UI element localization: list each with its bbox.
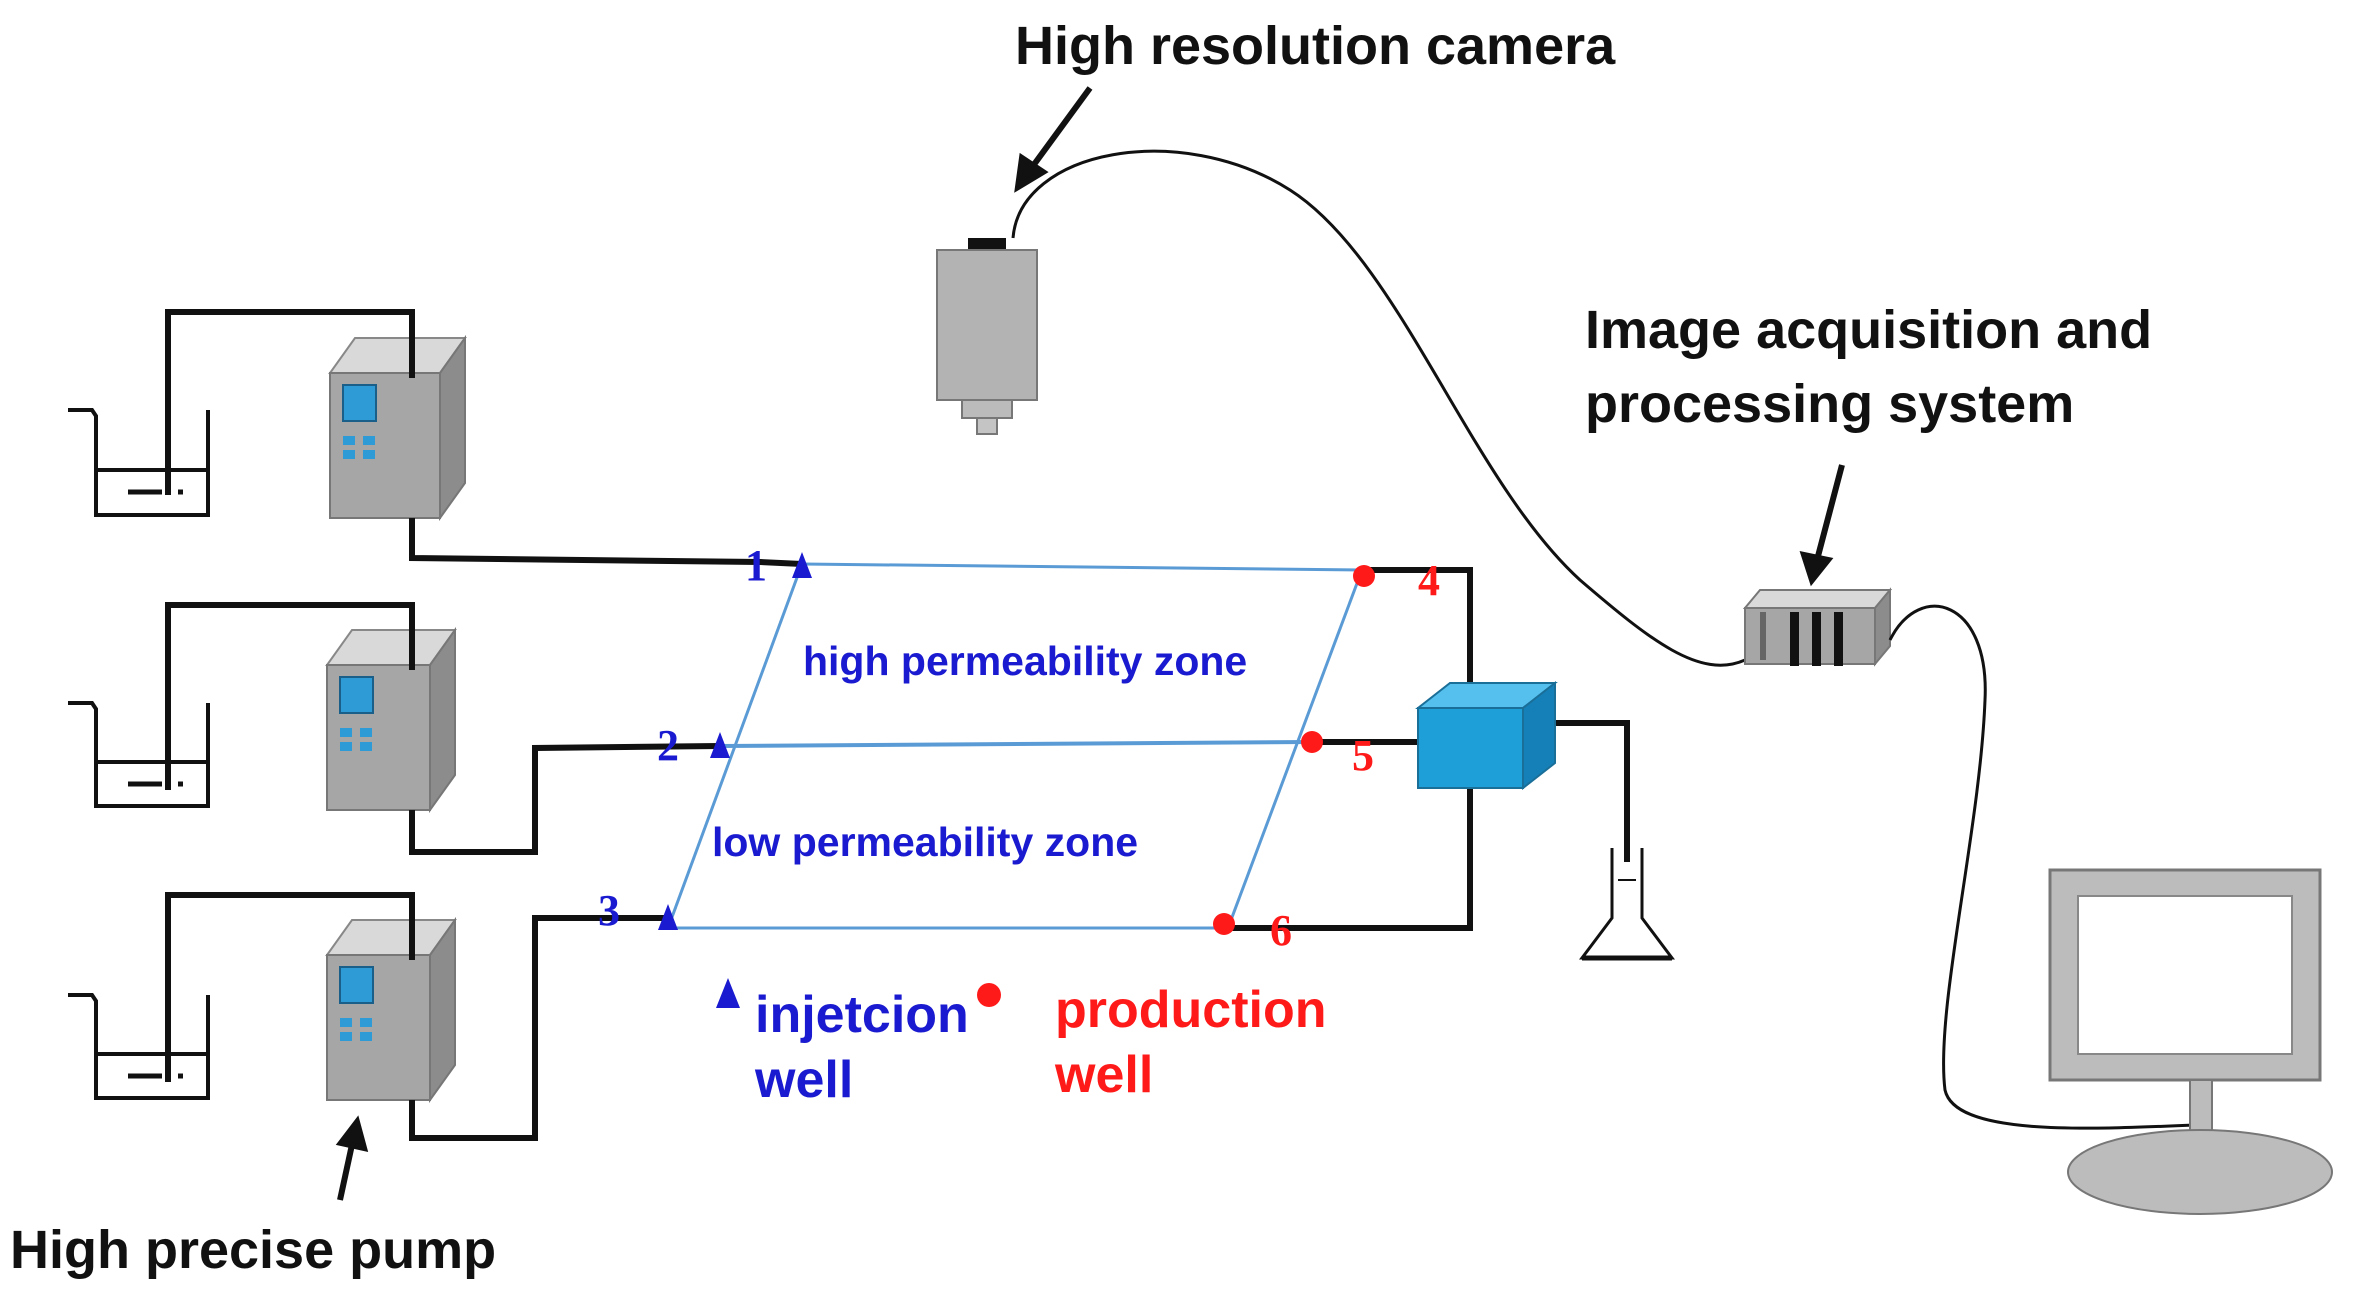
injection-line-3: [409, 915, 668, 1141]
camera-cable: [1011, 149, 1746, 667]
pump-box: [325, 916, 457, 1104]
injection-well-1-number: 1: [745, 541, 767, 590]
pump-arrow: [337, 1139, 356, 1201]
production-well-5-marker: [1301, 731, 1323, 753]
injection-well-2-marker: [710, 732, 730, 758]
pump-box: [328, 334, 467, 522]
acquisition-unit: [1742, 587, 1893, 667]
suction-tube-1: [165, 309, 415, 495]
pointer-arrows: [335, 86, 1845, 1201]
legend-injection-label-line2: well: [754, 1051, 853, 1109]
camera: [936, 238, 1038, 435]
legend: injetcion well production well: [716, 978, 1327, 1109]
acquisition-label-line1: Image acquisition and: [1585, 300, 2152, 360]
injection-line-1: [409, 518, 803, 567]
pump-unit-3: [68, 916, 457, 1104]
camera-arrow: [1027, 86, 1093, 172]
pump-unit-1: [68, 334, 467, 522]
production-well-4-number: 4: [1418, 556, 1440, 605]
legend-production-label-line1: production: [1055, 981, 1327, 1039]
measuring-cylinder: [1579, 848, 1675, 961]
micromodel: [666, 562, 1364, 930]
low-permeability-label: low permeability zone: [712, 819, 1138, 865]
camera-label: High resolution camera: [1015, 16, 1616, 76]
injection-well-3-number: 3: [598, 886, 620, 935]
injection-well-markers: [658, 552, 812, 930]
injection-well-1-marker: [792, 552, 812, 578]
outlet-line: [1555, 720, 1630, 862]
production-well-markers: [1213, 565, 1375, 935]
model-left-edge: [666, 563, 804, 929]
pump-unit-2: [68, 626, 457, 814]
production-well-6-number: 6: [1270, 906, 1292, 955]
tubing: [165, 309, 1630, 1141]
pump-label: High precise pump: [10, 1220, 496, 1280]
legend-production-marker: [977, 983, 1001, 1007]
production-line-6: [1228, 788, 1473, 931]
production-well-6-marker: [1213, 913, 1235, 935]
legend-production-label-line2: well: [1054, 1046, 1153, 1104]
acquisition-arrow: [1814, 464, 1845, 561]
injection-line-2: [409, 743, 721, 855]
pump-box: [325, 626, 457, 814]
collector-box: [1415, 680, 1558, 791]
production-well-5-number: 5: [1352, 731, 1374, 780]
reservoir-beaker: [68, 701, 210, 808]
injection-well-2-number: 2: [657, 721, 679, 770]
reservoir-beaker: [68, 993, 210, 1100]
suction-tube-2: [165, 602, 415, 790]
suction-tube-3: [165, 892, 415, 1082]
reservoir-beaker: [68, 408, 210, 517]
production-line-4: [1362, 567, 1473, 708]
production-well-4-marker: [1353, 565, 1375, 587]
injection-well-3-marker: [658, 904, 678, 930]
model-top-edge: [801, 562, 1363, 572]
model-right-edge: [1226, 569, 1364, 929]
legend-injection-label-line1: injetcion: [755, 986, 969, 1044]
monitor: [2048, 868, 2333, 1215]
model-middle-edge: [719, 740, 1311, 748]
legend-injection-marker: [716, 978, 740, 1008]
acquisition-label-line2: processing system: [1585, 374, 2074, 434]
monitor-cable: [1888, 604, 2196, 1130]
high-permeability-label: high permeability zone: [803, 638, 1247, 684]
